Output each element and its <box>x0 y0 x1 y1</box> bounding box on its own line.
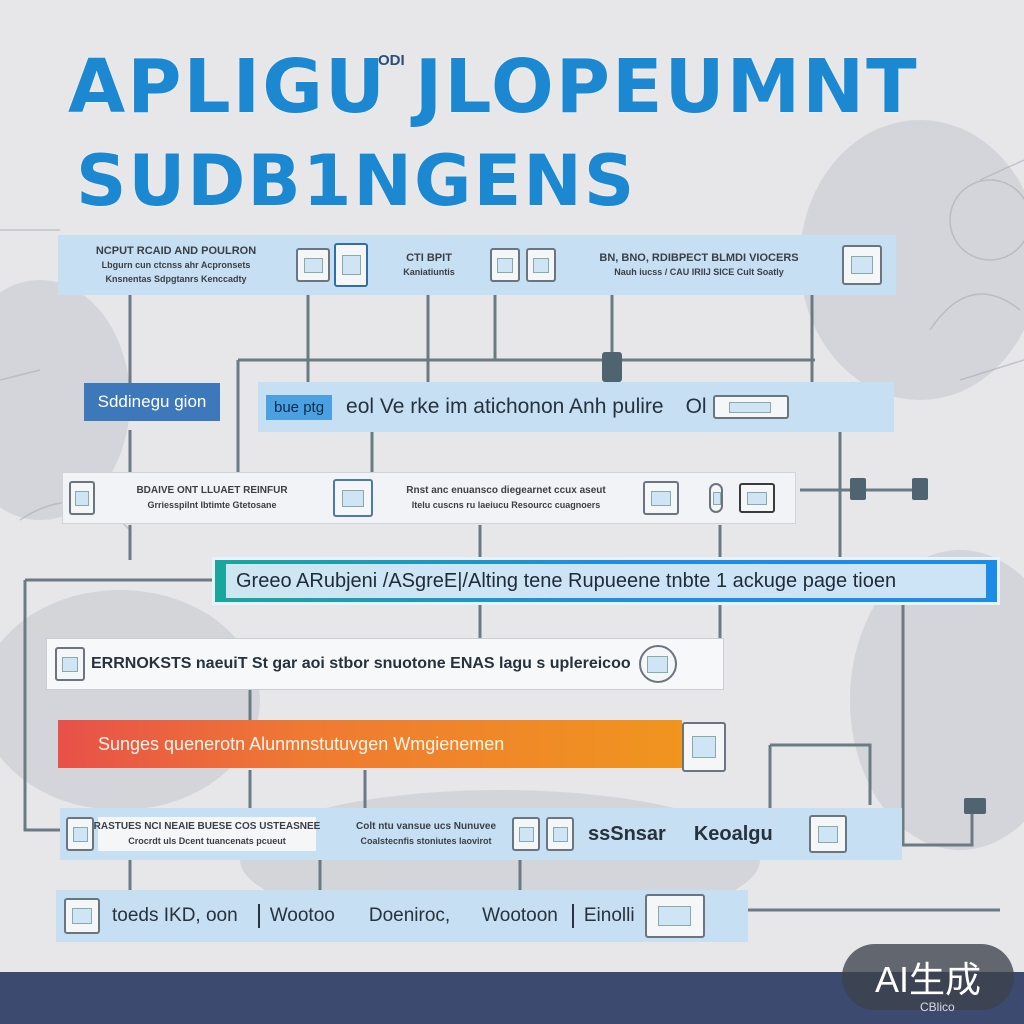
panel-input-line-2: Lbgurn cun ctcnss ahr Acpronsets <box>101 260 251 270</box>
delivery-keyword-2: Keoalgu <box>693 822 773 845</box>
output-divider-2 <box>571 904 574 928</box>
panel-input-line-3: Knsnentas Sdpgtanrs Kenccadty <box>105 274 247 284</box>
process-description-text: eol Ve rke im atichonon Anh pulire <box>346 395 664 418</box>
output-item-3: Doeniroc, <box>368 905 451 926</box>
output-item-2: Wootoo <box>269 905 335 926</box>
container-icon <box>808 815 847 853</box>
printer-icon <box>712 395 789 419</box>
inset-label-box: bue ptg <box>266 394 333 420</box>
diagram-title-line-1: APLIGU JLOPEUMNT <box>68 44 919 130</box>
inset-label-text: bue ptg <box>274 398 325 416</box>
warning-gradient-bar: Sunges quenerotn Alunmnstutuvgen Wmgiene… <box>58 720 682 768</box>
warning-gradient-text: Sunges quenerotn Alunmnstutuvgen Wmgiene… <box>98 733 505 754</box>
step-label-text: Sddinegu gion <box>97 392 207 411</box>
gradient-summary-text: Greeo ARubjeni /ASgreE|/Alting tene Rupu… <box>236 569 897 592</box>
resource-right-block: Rnst anc enuansco diegearnet ccux aseut … <box>381 484 631 512</box>
window-icon <box>333 479 373 517</box>
ai-badge-subtext: CBlico <box>920 1000 955 1014</box>
title-superscript: ODI <box>378 52 405 69</box>
panel-split-block: CTI BPIT Kaniatiuntis <box>374 251 484 279</box>
panel-input-heading: NCPUT RCAID AND POULRON <box>95 245 257 257</box>
warning-flag-icon <box>55 647 85 681</box>
output-item-4: Wootoon <box>482 905 558 926</box>
capsule-icon <box>709 483 723 513</box>
panel-input-block: NCPUT RCAID AND POULRON Lbgurn cun ctcns… <box>66 244 286 286</box>
panel-output-line-2: Nauh iucss / CAU IRIIJ SICE Cult Soatly <box>614 267 784 277</box>
error-status-bar: ERRNOKSTS naeuiT St gar aoi stbor snuoto… <box>46 638 724 690</box>
document-icon <box>69 481 95 515</box>
output-item-5: Einolli <box>583 905 635 926</box>
jar-icon <box>546 817 574 851</box>
delivery-mid-heading: Colt ntu vansue ucs Nunuvee <box>355 821 497 832</box>
robot-icon <box>644 894 705 938</box>
printer-device-icon <box>643 481 679 515</box>
camera-icon <box>682 722 726 772</box>
machine-icon <box>296 248 330 282</box>
process-description-tail: Ol <box>685 395 707 418</box>
server-icon <box>842 245 882 285</box>
panel-split-heading: CTI BPIT <box>406 252 452 264</box>
delivery-mid-line-2: Coalstecnfis stoniutes laovirot <box>360 836 492 846</box>
tablet-icon <box>64 898 100 934</box>
resource-right-heading: Rnst anc enuansco diegearnet ccux aseut <box>406 485 606 496</box>
top-process-panel: NCPUT RCAID AND POULRON Lbgurn cun ctcns… <box>58 235 896 295</box>
gradient-summary-bar: Greeo ARubjeni /ASgreE|/Alting tene Rupu… <box>212 557 1000 605</box>
device-icon <box>490 248 520 282</box>
resource-panel: BDAIVE ONT LLUAET REINFUR Grriesspilnt I… <box>62 472 796 524</box>
ai-generated-badge: AI生成 <box>842 944 1014 1010</box>
delivery-left-line-2: Crocrdt uls Dcent tuancenats pcueut <box>128 836 286 846</box>
cabinet-icon <box>526 248 556 282</box>
form-icon <box>66 817 94 851</box>
delivery-mid-block: Colt ntu vansue ucs Nunuvee Coalstecnfis… <box>346 820 506 848</box>
resource-left-block: BDAIVE ONT LLUAET REINFUR Grriesspilnt I… <box>99 484 325 512</box>
delivery-keyword-1: ssSnsar <box>588 822 666 845</box>
step-label-badge: Sddinegu gion <box>84 383 220 421</box>
computer-icon <box>739 483 775 513</box>
output-item-1: toeds IKD, oon <box>112 905 238 926</box>
terminal-icon <box>334 243 368 287</box>
diagram-title-line-2: SUDB1NGENS <box>76 140 637 222</box>
output-divider-1 <box>257 904 260 928</box>
output-panel: toeds IKD, oon Wootoo Doeniroc, Wootoon … <box>56 890 748 942</box>
panel-output-heading: BN, BNO, RDIBPECT BLMDI VIOCERS <box>599 252 799 264</box>
panel-output-block: BN, BNO, RDIBPECT BLMDI VIOCERS Nauh iuc… <box>564 251 834 279</box>
resource-left-line-2: Grriesspilnt Ibtimte Gtetosane <box>147 500 277 510</box>
resource-right-line-2: Itelu cuscns ru laeiucu Resourcc cuagnoe… <box>411 500 601 510</box>
delivery-panel: RASTUES NCI NEAIE BUESE COS USTEASNEE Cr… <box>60 808 902 860</box>
delivery-left-heading: RASTUES NCI NEAIE BUESE COS USTEASNEE <box>93 821 321 832</box>
gradient-summary-inner: Greeo ARubjeni /ASgreE|/Alting tene Rupu… <box>226 564 986 598</box>
gauge-icon <box>638 645 677 683</box>
error-status-text: ERRNOKSTS naeuiT St gar aoi stbor snuoto… <box>91 655 631 672</box>
delivery-left-block: RASTUES NCI NEAIE BUESE COS USTEASNEE Cr… <box>94 817 320 851</box>
chip-icon <box>512 817 540 851</box>
panel-split-line-2: Kaniatiuntis <box>403 267 455 277</box>
process-description-bar: bue ptg eol Ve rke im atichonon Anh puli… <box>258 382 894 432</box>
resource-left-heading: BDAIVE ONT LLUAET REINFUR <box>136 485 288 496</box>
